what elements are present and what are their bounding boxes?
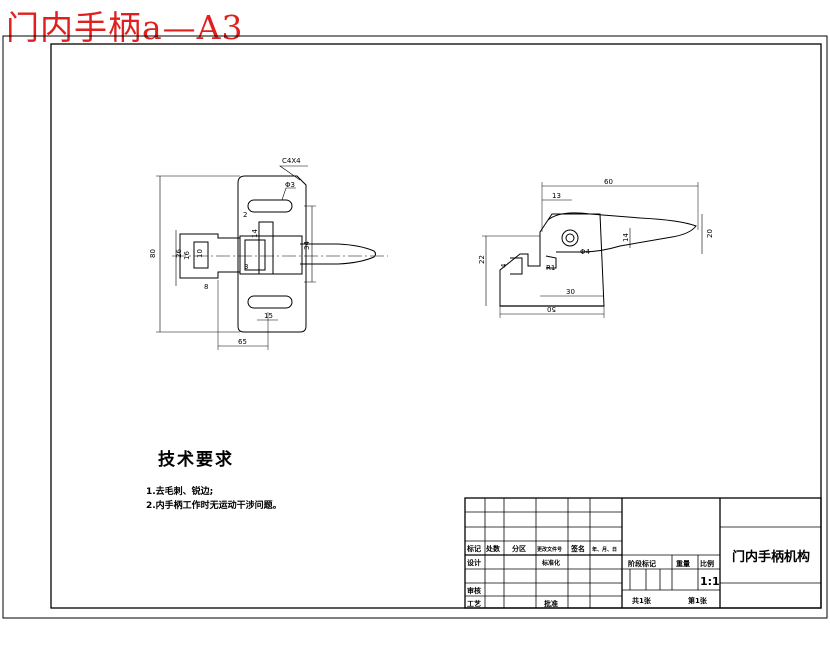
tb-approve: 批准 <box>544 599 558 608</box>
sheet-inner-frame <box>50 43 822 609</box>
front-top-slot <box>247 199 293 213</box>
front-dim-8: 8 <box>204 283 208 291</box>
tb-total: 共1张 <box>632 596 652 605</box>
front-left-bracket <box>179 233 241 279</box>
tb-outer <box>464 497 822 609</box>
front-plate-outline <box>237 175 307 333</box>
side-dim-22: 22 <box>478 255 486 264</box>
front-chamfer-label: C4X4 <box>282 157 301 165</box>
front-bracket-slot <box>193 241 209 269</box>
tb-date: 年、月、日 <box>592 546 617 553</box>
front-pin-body <box>258 221 274 275</box>
front-view-labels: C4X4 Φ3 80 26 16 10 8 2 14 3 34 15 65 <box>149 157 311 346</box>
tb-doc-no: 更改文件号 <box>537 546 562 553</box>
side-view <box>482 182 703 318</box>
front-dim-65: 65 <box>238 338 247 346</box>
front-dim-34: 34 <box>303 241 311 250</box>
side-latch-notch <box>510 257 523 275</box>
front-dim-3: 3 <box>244 263 248 271</box>
side-dim-20: 20 <box>706 229 714 238</box>
tb-zone: 分区 <box>512 544 526 553</box>
tb-count: 处数 <box>485 544 501 553</box>
technical-requirements: 技术要求 1.去毛刺、锐边; 2.内手柄工作时无运动干涉问题。 <box>146 448 282 513</box>
tb-process: 工艺 <box>467 599 481 608</box>
side-pivot-hole <box>565 233 575 243</box>
scale-value: 1:1 <box>700 575 720 588</box>
side-dim-50: 50 <box>547 305 556 313</box>
side-dim-phi4: Φ4 <box>580 248 591 256</box>
part-name: 门内手柄机构 <box>731 549 810 565</box>
front-dim-10: 10 <box>196 249 204 258</box>
front-dim-16: 16 <box>183 251 191 260</box>
front-handle-lever <box>300 243 376 265</box>
side-view-labels: 60 13 20 14 Φ4 R1 22 4 30 50 <box>478 178 714 313</box>
tb-weight: 重量 <box>676 559 690 568</box>
tb-design: 设计 <box>467 558 481 567</box>
side-hook <box>545 255 557 269</box>
front-dim-14: 14 <box>251 229 259 238</box>
tb-ratio: 比例 <box>700 559 714 568</box>
tb-sign: 签名 <box>570 544 585 553</box>
front-chamfer-leader <box>279 165 308 181</box>
side-pivot-outer <box>561 229 579 247</box>
requirements-list: 1.去毛刺、锐边; 2.内手柄工作时无运动干涉问题。 <box>146 485 282 513</box>
side-base-bracket <box>499 213 605 307</box>
requirement-item-1: 1.去毛刺、锐边; <box>146 487 214 497</box>
tb-review: 审核 <box>467 586 481 595</box>
title-block-labels: 标记 处数 分区 更改文件号 签名 年、月、日 设计 标准化 审核 工艺 批准 … <box>466 544 714 608</box>
front-mount-inner <box>244 239 266 271</box>
front-mount-block <box>239 235 303 275</box>
front-dim-15: 15 <box>264 312 273 320</box>
side-handle-lever <box>547 212 697 253</box>
front-dim-2: 2 <box>243 211 247 219</box>
front-hole-dia-label: Φ3 <box>285 181 295 189</box>
tb-stage: 阶段标记 <box>628 559 656 568</box>
front-view <box>156 165 388 350</box>
tb-sheet: 第1张 <box>688 596 708 605</box>
side-dim-60: 60 <box>604 178 613 186</box>
drawing-title: 门内手柄a—A3 <box>6 8 244 47</box>
requirement-item-2: 2.内手柄工作时无运动干涉问题。 <box>146 501 282 511</box>
side-dim-30: 30 <box>566 288 575 296</box>
requirements-heading: 技术要求 <box>158 450 234 470</box>
side-dim-4: 4 <box>500 263 508 268</box>
tb-standard: 标准化 <box>541 559 560 567</box>
side-dim-14: 14 <box>622 233 630 242</box>
tb-mark: 标记 <box>466 544 481 553</box>
title-block-frame <box>464 497 822 609</box>
front-hole-leader <box>281 187 296 201</box>
sheet-outer-border <box>2 35 828 619</box>
front-dim-26: 26 <box>175 249 183 258</box>
side-dim-r1: R1 <box>546 264 555 272</box>
side-dim-13: 13 <box>552 192 561 200</box>
front-bottom-slot <box>247 295 293 309</box>
front-dim-80: 80 <box>149 249 157 258</box>
